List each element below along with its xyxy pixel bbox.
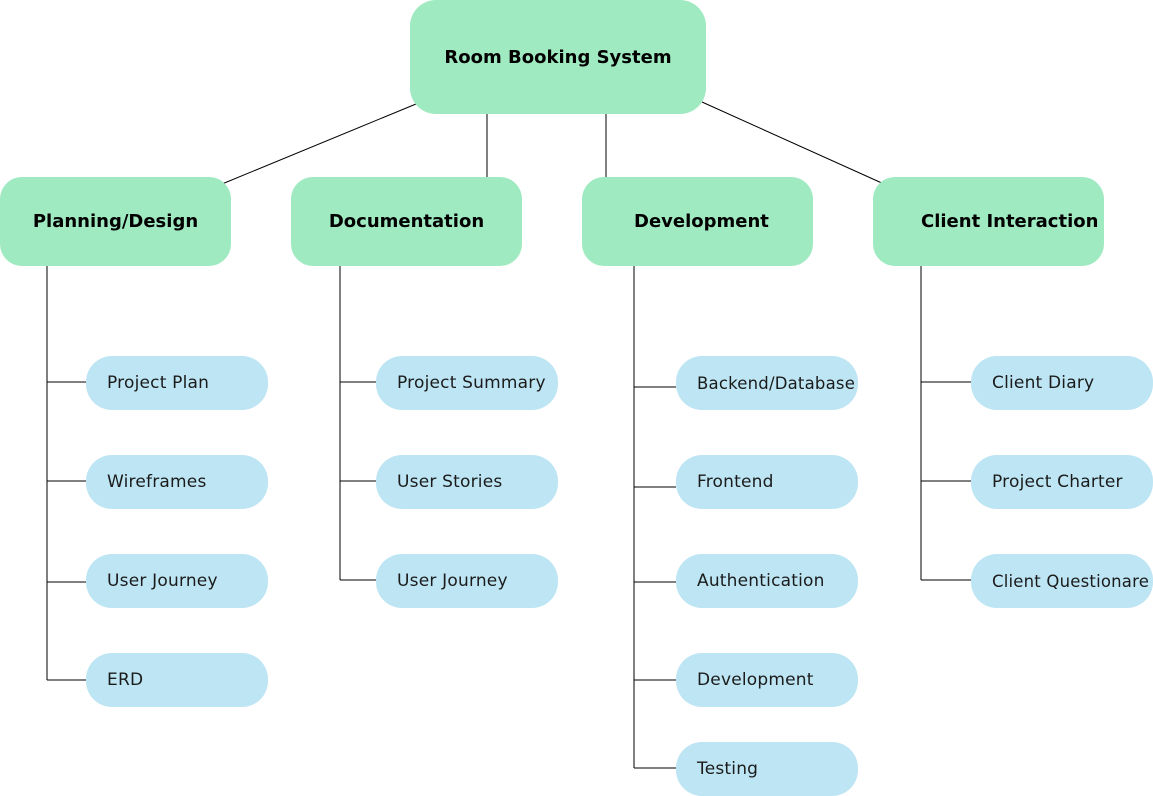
category-planning-design[interactable]: Planning/Design xyxy=(0,177,231,266)
item-project-summary[interactable]: Project Summary xyxy=(376,356,558,410)
item-label: Authentication xyxy=(697,571,825,591)
item-label: Development xyxy=(697,670,814,690)
item-backend-database[interactable]: Backend/Database xyxy=(676,356,858,410)
item-user-journey[interactable]: User Journey xyxy=(376,554,558,608)
category-client-interaction[interactable]: Client Interaction xyxy=(873,177,1104,266)
category-label: Documentation xyxy=(328,211,485,232)
root-node[interactable]: Room Booking System xyxy=(410,0,706,114)
root-label: Room Booking System xyxy=(444,46,672,68)
item-label: ERD xyxy=(107,670,144,690)
item-label: User Journey xyxy=(397,571,508,591)
item-label: Client Diary xyxy=(992,373,1095,393)
item-frontend[interactable]: Frontend xyxy=(676,455,858,509)
item-wireframes[interactable]: Wireframes xyxy=(86,455,268,509)
item-testing[interactable]: Testing xyxy=(676,742,858,796)
item-label: Frontend xyxy=(697,472,774,492)
category-label: Planning/Design xyxy=(32,211,199,232)
item-user-stories[interactable]: User Stories xyxy=(376,455,558,509)
category-development[interactable]: Development xyxy=(582,177,813,266)
category-label: Development xyxy=(634,211,769,232)
item-user-journey[interactable]: User Journey xyxy=(86,554,268,608)
item-project-charter[interactable]: Project Charter xyxy=(971,455,1153,509)
item-label: User Journey xyxy=(107,571,218,591)
item-label: Client Questionare xyxy=(992,571,1150,591)
item-project-plan[interactable]: Project Plan xyxy=(86,356,268,410)
item-erd[interactable]: ERD xyxy=(86,653,268,707)
item-client-questionare[interactable]: Client Questionare xyxy=(971,554,1153,608)
connector-root-planning xyxy=(221,103,417,185)
item-client-diary[interactable]: Client Diary xyxy=(971,356,1153,410)
item-label: Project Plan xyxy=(107,373,210,393)
item-label: Testing xyxy=(697,759,759,779)
connector-root-client xyxy=(701,101,885,185)
item-development[interactable]: Development xyxy=(676,653,858,707)
item-label: Project Summary xyxy=(397,373,546,393)
item-label: User Stories xyxy=(397,472,503,492)
item-label: Project Charter xyxy=(992,472,1123,492)
item-authentication[interactable]: Authentication xyxy=(676,554,858,608)
item-label: Wireframes xyxy=(107,472,207,492)
category-documentation[interactable]: Documentation xyxy=(291,177,522,266)
category-label: Client Interaction xyxy=(921,211,1099,232)
item-label: Backend/Database xyxy=(697,373,856,393)
